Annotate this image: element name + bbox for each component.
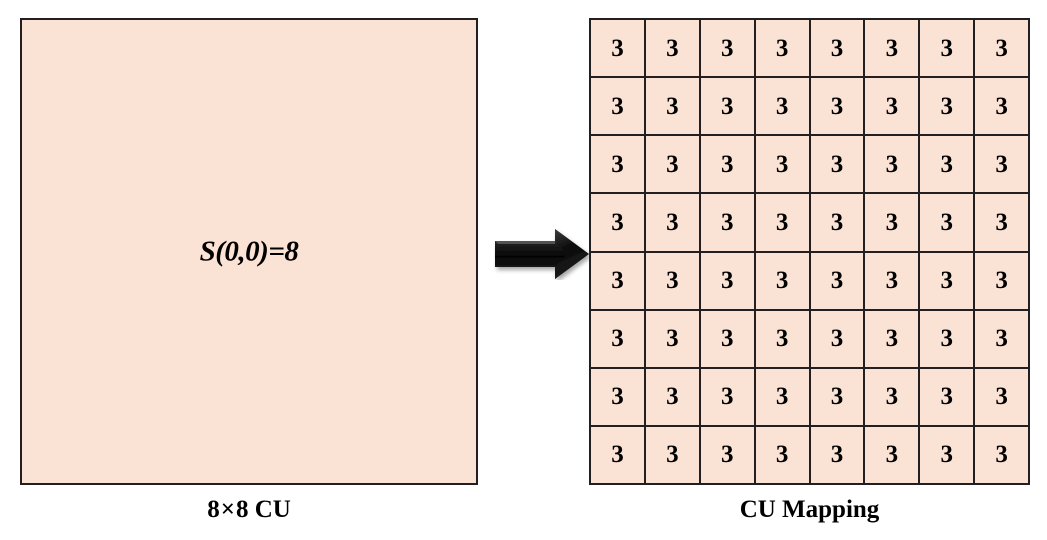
grid-cell: 3 xyxy=(645,136,699,193)
grid-cell: 3 xyxy=(865,310,919,367)
grid-cell: 3 xyxy=(975,20,1028,77)
grid-cell: 3 xyxy=(700,20,754,77)
grid-cell: 3 xyxy=(755,426,809,483)
grid-cell: 3 xyxy=(865,194,919,251)
cu-mapping-caption: CU Mapping xyxy=(739,496,880,523)
grid-cell: 3 xyxy=(700,310,754,367)
caption-suffix: 8 CU xyxy=(235,496,291,523)
cu-block-label: S(0,0)=8 xyxy=(199,235,299,267)
grid-cell: 3 xyxy=(920,252,974,309)
grid-cell: 3 xyxy=(920,136,974,193)
grid-cell: 3 xyxy=(810,136,864,193)
grid-cell: 3 xyxy=(810,252,864,309)
grid-cell: 3 xyxy=(700,426,754,483)
grid-cell: 3 xyxy=(645,368,699,425)
grid-cell: 3 xyxy=(755,194,809,251)
grid-cell: 3 xyxy=(865,368,919,425)
grid-cell: 3 xyxy=(975,252,1028,309)
grid-cell: 3 xyxy=(975,426,1028,483)
grid-cell: 3 xyxy=(700,252,754,309)
grid-cell: 3 xyxy=(645,78,699,135)
grid-cell: 3 xyxy=(810,310,864,367)
grid-cell: 3 xyxy=(755,310,809,367)
grid-cell: 3 xyxy=(920,78,974,135)
grid-cell: 3 xyxy=(865,252,919,309)
grid-cell: 3 xyxy=(920,368,974,425)
grid-cell: 3 xyxy=(975,78,1028,135)
grid-cell: 3 xyxy=(810,426,864,483)
grid-cell: 3 xyxy=(810,368,864,425)
grid-cell: 3 xyxy=(755,20,809,77)
grid-cell: 3 xyxy=(591,20,644,77)
grid-cell: 3 xyxy=(755,136,809,193)
cu-block-caption: 8×8 CU xyxy=(20,496,478,524)
grid-cell: 3 xyxy=(920,20,974,77)
grid-cell: 3 xyxy=(755,78,809,135)
grid-cell: 3 xyxy=(920,194,974,251)
grid-cell: 3 xyxy=(591,426,644,483)
grid-cell: 3 xyxy=(810,20,864,77)
grid-cell: 3 xyxy=(755,368,809,425)
grid-cell: 3 xyxy=(810,78,864,135)
grid-cell: 3 xyxy=(591,310,644,367)
grid-cell: 3 xyxy=(700,194,754,251)
grid-cell: 3 xyxy=(591,194,644,251)
grid-cell: 3 xyxy=(810,194,864,251)
grid-cell: 3 xyxy=(975,136,1028,193)
grid-cell: 3 xyxy=(591,78,644,135)
grid-cell: 3 xyxy=(700,78,754,135)
cu-block: S(0,0)=8 xyxy=(20,18,478,485)
grid-cell: 3 xyxy=(755,252,809,309)
grid-cell: 3 xyxy=(645,194,699,251)
grid-cell: 3 xyxy=(591,136,644,193)
grid-cell: 3 xyxy=(645,20,699,77)
grid-cell: 3 xyxy=(975,194,1028,251)
grid-cell: 3 xyxy=(865,426,919,483)
multiply-sign-icon: × xyxy=(220,496,235,523)
grid-cell: 3 xyxy=(865,136,919,193)
grid-cell: 3 xyxy=(645,310,699,367)
grid-cell: 3 xyxy=(865,20,919,77)
grid-cell: 3 xyxy=(700,136,754,193)
grid-cell: 3 xyxy=(975,310,1028,367)
grid-cell: 3 xyxy=(865,78,919,135)
right-block-arrow-icon xyxy=(493,228,591,280)
grid-cell: 3 xyxy=(591,368,644,425)
grid-cell: 3 xyxy=(591,252,644,309)
grid-cell: 3 xyxy=(645,426,699,483)
grid-cell: 3 xyxy=(920,310,974,367)
grid-cell: 3 xyxy=(700,368,754,425)
grid-cell: 3 xyxy=(645,252,699,309)
grid-cell: 3 xyxy=(975,368,1028,425)
caption-prefix: 8 xyxy=(207,496,220,523)
grid-cell: 3 xyxy=(920,426,974,483)
